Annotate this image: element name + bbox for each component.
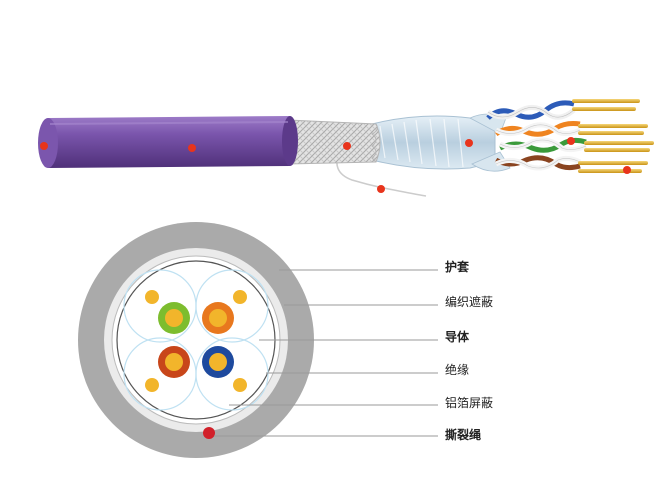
marker-dot-jacket <box>188 144 196 152</box>
cable-side-view <box>38 99 654 197</box>
twisted-pair-blue <box>486 100 576 120</box>
ripcord-thread <box>336 149 427 197</box>
pair-foil-outlines <box>123 269 269 411</box>
label-insulation: 绝缘 <box>445 362 469 377</box>
label-ripcord: 撕裂绳 <box>445 427 481 442</box>
twisted-pair-brown <box>494 155 582 171</box>
conductor-blue <box>202 346 234 378</box>
labels: 护套 编织遮蔽 导体 绝缘 铝箔屏蔽 撕裂绳 <box>445 259 493 442</box>
cross-section <box>78 222 314 458</box>
conductor-orange <box>202 302 234 334</box>
marker-dot-jacket-end <box>40 142 48 150</box>
label-foil: 铝箔屏蔽 <box>445 395 493 410</box>
label-braid: 编织遮蔽 <box>445 294 493 309</box>
jacket-side <box>38 116 298 168</box>
side-markers <box>40 137 631 193</box>
ripcord-dot <box>203 427 215 439</box>
copper-conductors <box>572 99 654 173</box>
marker-dot-braid <box>343 142 351 150</box>
marker-dot-foil <box>465 139 473 147</box>
marker-dot-insulation <box>567 137 575 145</box>
conductor-green <box>158 302 190 334</box>
label-jacket: 护套 <box>445 259 470 274</box>
conductor-brown <box>158 346 190 378</box>
marker-dot-ripcord <box>377 185 385 193</box>
braid-shield-side <box>287 119 381 165</box>
twisted-pair-orange <box>494 121 582 137</box>
label-conductor: 导体 <box>445 329 470 344</box>
leader-lines <box>214 269 438 437</box>
pair-white-conductors <box>142 287 250 395</box>
inner-core <box>116 260 276 420</box>
foil-shield-side <box>371 113 511 172</box>
marker-dot-conductor <box>623 166 631 174</box>
